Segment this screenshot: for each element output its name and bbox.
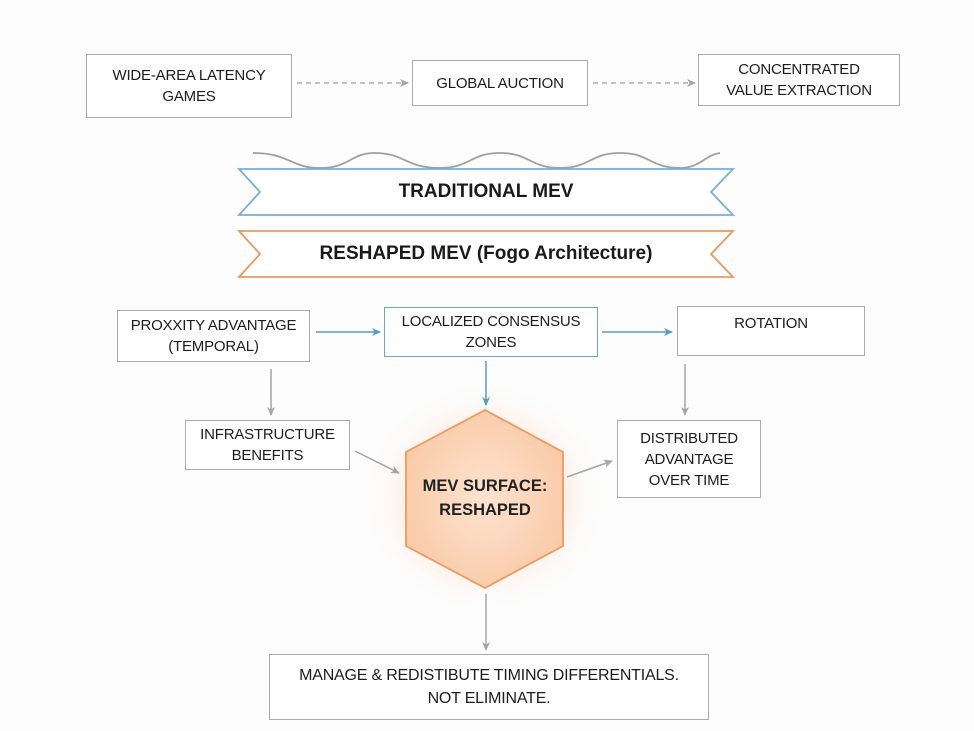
wave-line xyxy=(252,152,721,169)
localized-line-2: ZONES xyxy=(465,334,517,351)
infrastructure-line-1: INFRASTRUCTURE xyxy=(200,426,335,443)
traditional-mev-label: TRADITIONAL MEV xyxy=(398,181,574,202)
wide-area-line-2: GAMES xyxy=(162,88,216,105)
infrastructure-line-2: BENEFITS xyxy=(231,447,304,464)
traditional-banner xyxy=(236,168,736,216)
arrow-hexagon-to-distributed xyxy=(566,459,613,478)
mev-surface-label: MEV SURFACE: RESHAPED xyxy=(406,474,564,522)
proximity-line-1: PROXXITY ADVANTAGE xyxy=(130,317,297,334)
distributed-advantage-box: DISTRIBUTED ADVANTAGE OVER TIME xyxy=(617,420,761,498)
global-auction-label: GLOBAL AUCTION xyxy=(436,74,564,92)
conclusion-box: MANAGE & REDISTIBUTE TIMING DIFFERENTIAL… xyxy=(269,654,709,720)
rotation-box: ROTATION xyxy=(677,306,865,356)
hexagon-line-2: RESHAPED xyxy=(439,501,531,519)
hexagon-line-1: MEV SURFACE: xyxy=(422,477,548,495)
wide-area-line-1: WIDE-AREA LATENCY xyxy=(112,67,266,84)
conclusion-line-1: MANAGE & REDISTIBUTE TIMING DIFFERENTIAL… xyxy=(299,667,679,684)
concentrated-value-box: CONCENTRATED VALUE EXTRACTION xyxy=(698,54,900,106)
concentrated-line-2: VALUE EXTRACTION xyxy=(726,82,872,99)
rotation-label: ROTATION xyxy=(734,315,808,332)
global-auction-box: GLOBAL AUCTION xyxy=(412,60,588,106)
proximity-line-2: (TEMPORAL) xyxy=(168,338,259,355)
reshaped-banner xyxy=(236,230,736,278)
localized-consensus-box: LOCALIZED CONSENSUS ZONES xyxy=(384,307,598,357)
localized-line-1: LOCALIZED CONSENSUS xyxy=(401,313,581,330)
arrow-infrastructure-to-hexagon xyxy=(354,450,400,474)
conclusion-line-2: NOT ELIMINATE. xyxy=(427,690,551,707)
distributed-line-1: DISTRIBUTED xyxy=(640,429,738,447)
reshaped-mev-label: RESHAPED MEV (Fogo Architecture) xyxy=(319,243,653,264)
distributed-line-2: ADVANTAGE xyxy=(644,450,734,468)
infrastructure-benefits-box: INFRASTRUCTURE BENEFITS xyxy=(185,420,350,470)
distributed-line-3: OVER TIME xyxy=(648,471,730,489)
mev-surface-hexagon xyxy=(405,408,564,590)
wide-area-latency-box: WIDE-AREA LATENCY GAMES xyxy=(86,54,292,118)
proximity-advantage-box: PROXXITY ADVANTAGE (TEMPORAL) xyxy=(117,310,310,362)
concentrated-line-1: CONCENTRATED xyxy=(738,61,860,78)
